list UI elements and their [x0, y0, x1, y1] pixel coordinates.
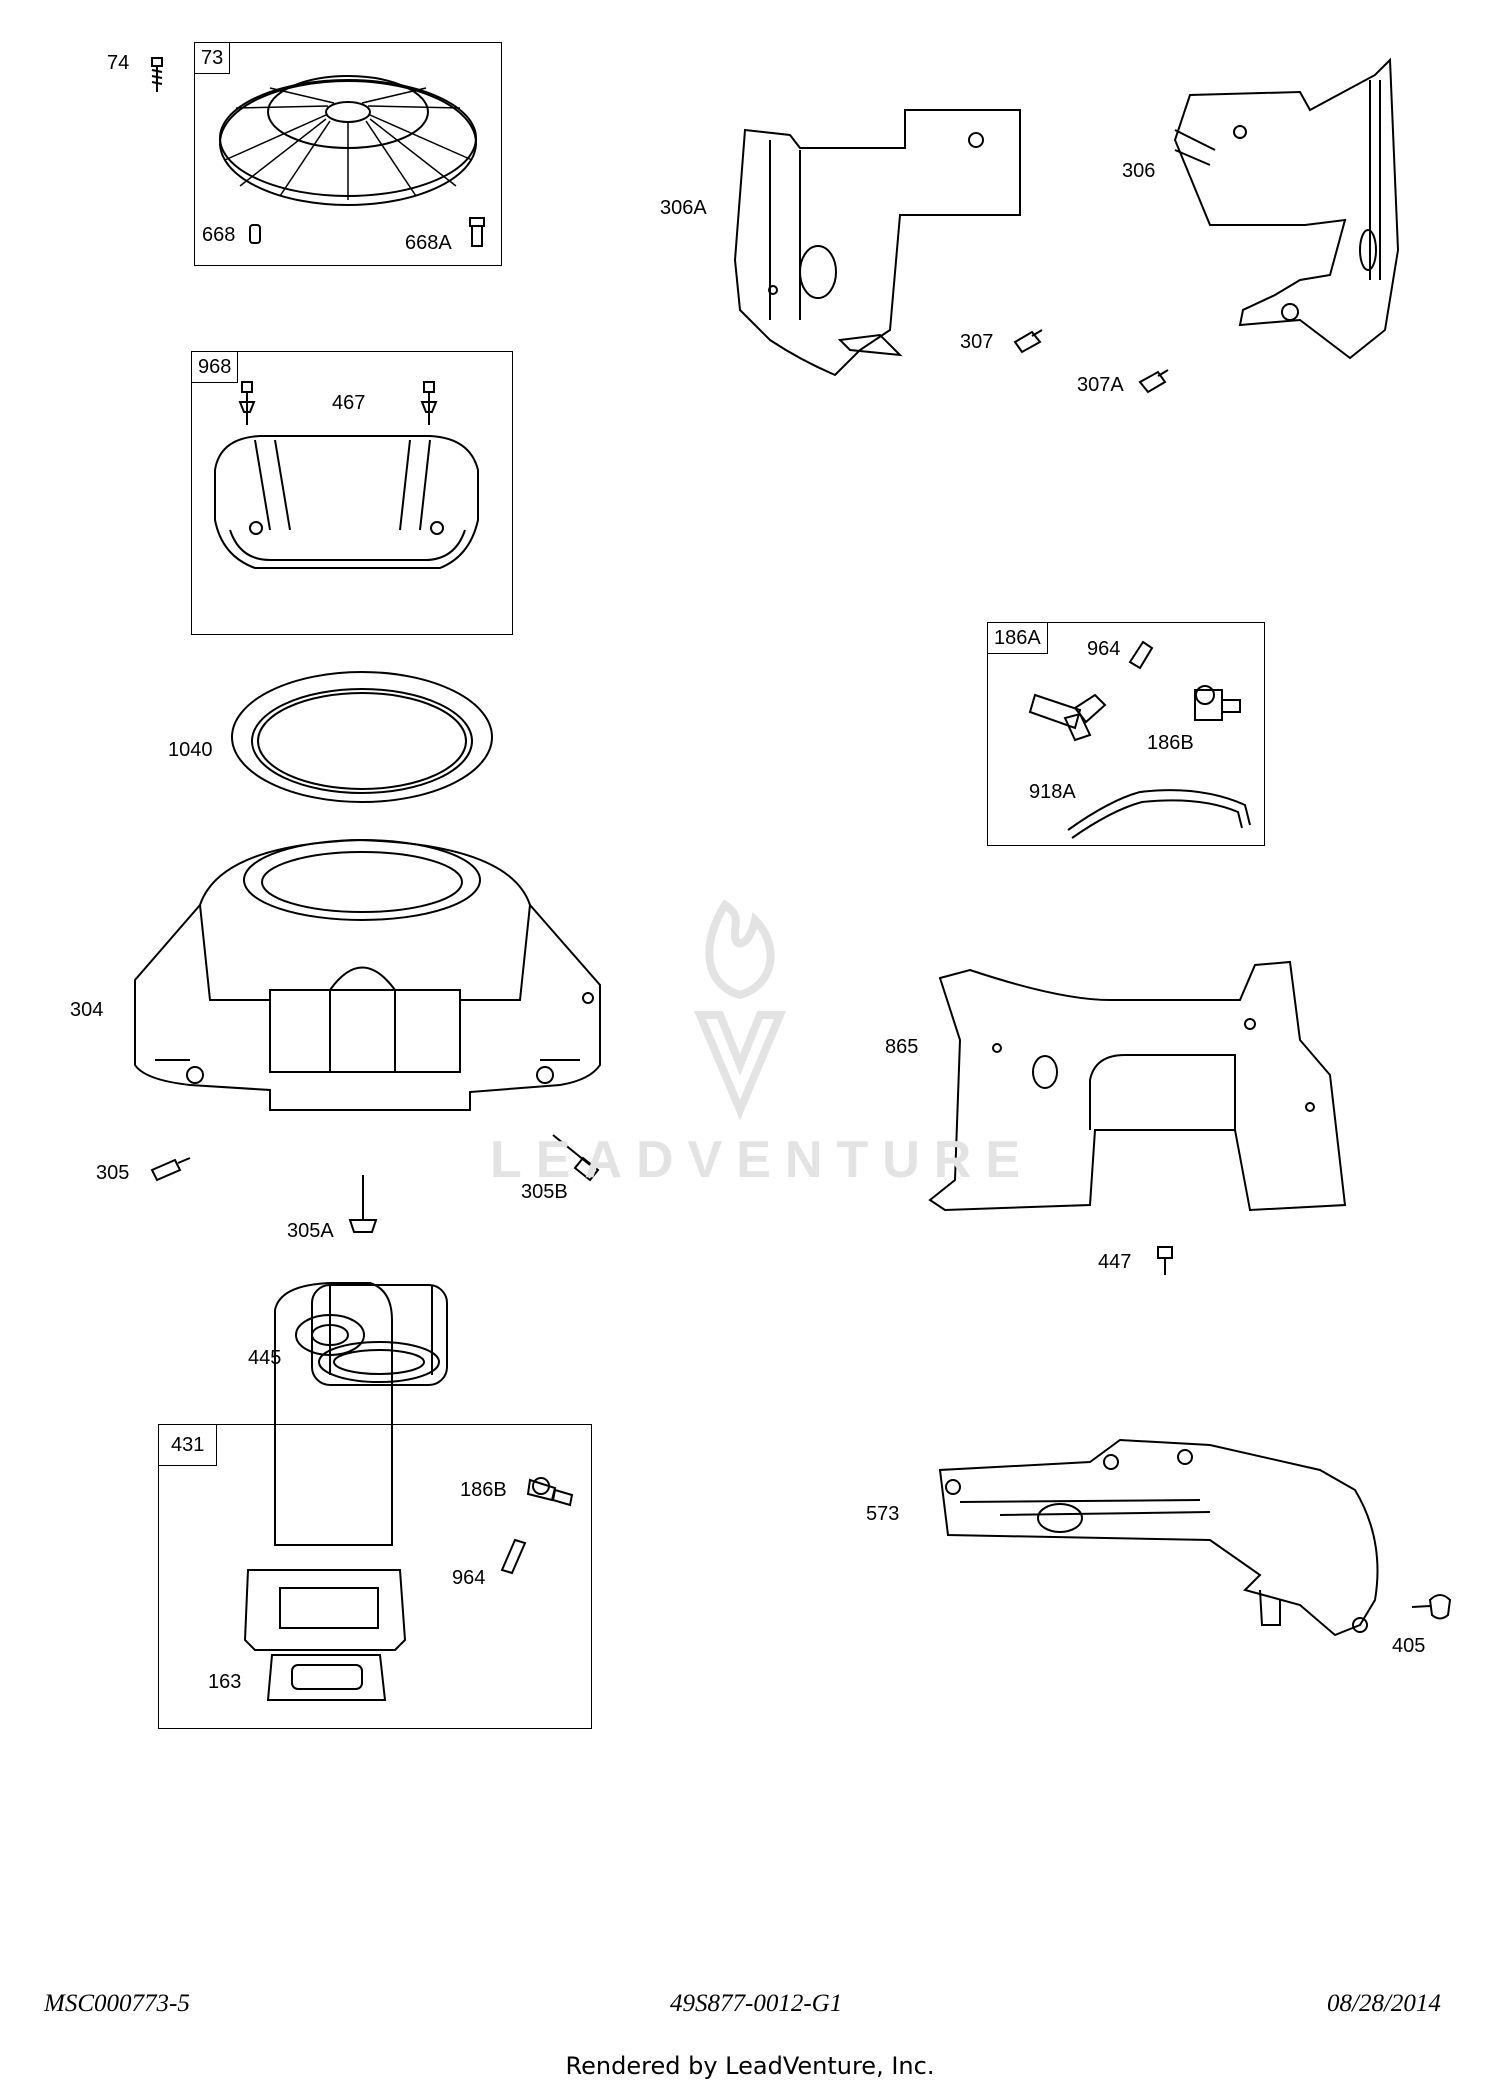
part-305b-bolt — [552, 1134, 600, 1182]
group-tag-73: 73 — [195, 43, 231, 74]
callout-865: 865 — [885, 1036, 919, 1058]
part-668-pin — [249, 224, 261, 244]
part-964-tube-right — [1128, 640, 1154, 670]
callout-186b-left: 186B — [460, 1479, 507, 1501]
part-405-bolt — [1411, 1594, 1452, 1620]
part-305a-bolt — [348, 1175, 378, 1233]
callout-964-right: 964 — [1087, 638, 1121, 660]
part-865-plate — [928, 960, 1347, 1212]
part-431-base — [243, 1282, 407, 1651]
part-573-backplate — [938, 1438, 1379, 1637]
callout-74: 74 — [107, 52, 130, 74]
callout-405: 405 — [1392, 1635, 1426, 1657]
callout-668: 668 — [202, 224, 236, 246]
part-968-cover — [214, 435, 479, 569]
callout-306: 306 — [1122, 160, 1156, 182]
group-tag-431: 431 — [159, 1425, 218, 1466]
watermark-logo — [693, 899, 787, 1121]
callout-307a: 307A — [1077, 374, 1124, 396]
part-186b-fitting-left — [526, 1477, 574, 1507]
part-186a-fitting — [1028, 693, 1107, 742]
callout-186b-right: 186B — [1147, 732, 1194, 754]
callout-305a: 305A — [287, 1220, 334, 1242]
part-307a-bolt — [1138, 369, 1169, 394]
callout-447: 447 — [1098, 1251, 1132, 1273]
part-305-bolt — [150, 1157, 191, 1182]
part-73-screen — [219, 75, 477, 206]
footer-date: 08/28/2014 — [1327, 1990, 1441, 2017]
callout-163: 163 — [208, 1671, 242, 1693]
callout-918a: 918A — [1029, 781, 1076, 803]
part-964-tube-left — [500, 1538, 527, 1575]
callout-304: 304 — [70, 999, 104, 1021]
callout-668a: 668A — [405, 232, 452, 254]
part-467-fastener-left — [238, 381, 256, 425]
part-467-fastener-right — [420, 381, 438, 425]
part-668a-pin — [469, 217, 485, 247]
part-445-filter — [311, 1284, 448, 1386]
callout-573: 573 — [866, 1503, 900, 1525]
footer-left-id: MSC000773-5 — [44, 1990, 190, 2017]
part-918a-hose — [1067, 789, 1251, 839]
part-447-bolt — [1157, 1246, 1173, 1275]
watermark-text: LEADVENTURE — [490, 1131, 1035, 1189]
callout-305: 305 — [96, 1162, 130, 1184]
callout-445: 445 — [248, 1347, 282, 1369]
part-306a-shroud — [733, 109, 1021, 377]
part-74-bolt — [151, 57, 163, 92]
group-box-968: 968 — [191, 351, 513, 635]
callout-1040: 1040 — [168, 739, 213, 761]
part-304-housing — [134, 838, 601, 1111]
rendered-by-credit: Rendered by LeadVenture, Inc. — [565, 2052, 935, 2080]
part-307-bolt — [1013, 329, 1043, 354]
group-box-186a: 186A — [987, 622, 1265, 846]
callout-964-left: 964 — [452, 1567, 486, 1589]
group-box-431: 431 — [158, 1424, 592, 1729]
group-tag-186a: 186A — [988, 623, 1048, 654]
group-tag-968: 968 — [192, 352, 239, 383]
callout-305b: 305B — [521, 1181, 568, 1203]
callout-467: 467 — [332, 392, 366, 414]
part-306-shroud — [1173, 57, 1400, 360]
part-163-gasket — [266, 1654, 387, 1701]
group-box-73: 73 — [194, 42, 502, 266]
part-1040-gasket — [231, 671, 493, 803]
callout-306a: 306A — [660, 197, 707, 219]
callout-307: 307 — [960, 331, 994, 353]
part-186b-fitting-right — [1194, 685, 1241, 721]
footer-center-id: 49S877-0012-G1 — [670, 1990, 843, 2017]
